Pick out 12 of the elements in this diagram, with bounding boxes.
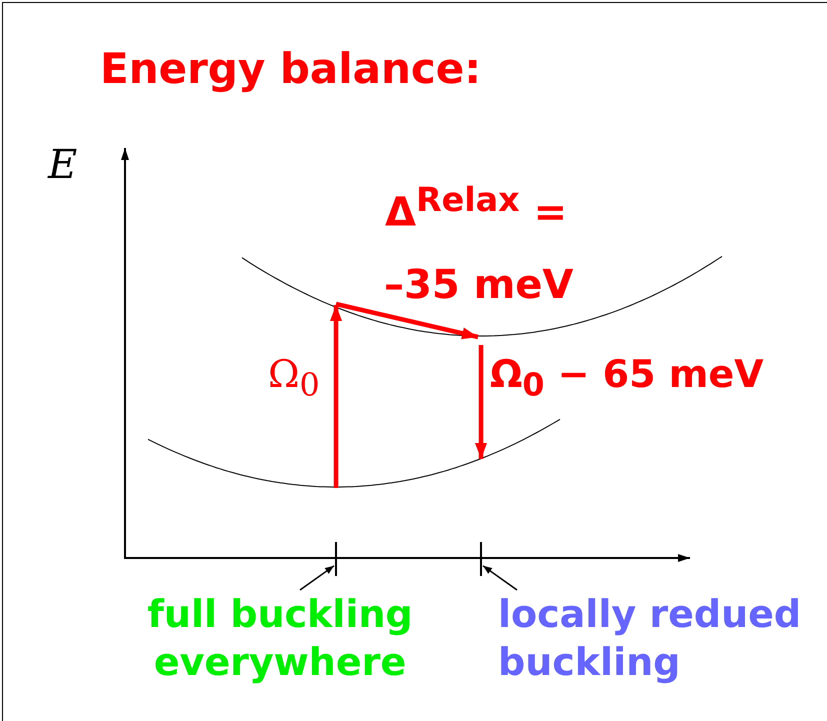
energy-label: Δ$^{Relax}$ = <box>385 180 568 236</box>
leader-line <box>300 565 334 591</box>
leader-line <box>482 565 518 591</box>
axis-label: E <box>48 142 78 188</box>
tick-mark <box>480 542 482 576</box>
tick-mark <box>335 542 337 576</box>
energy-value: –35 meV <box>384 262 574 308</box>
position-label: locally redued buckling <box>498 590 808 688</box>
title: Energy balance: <box>100 44 482 93</box>
transition-label: Ω$_{0}$ <box>268 352 320 404</box>
transition-label: Ω$_{0}$ − 65 meV <box>490 352 764 404</box>
position-label: full buckling everywhere <box>130 590 430 688</box>
